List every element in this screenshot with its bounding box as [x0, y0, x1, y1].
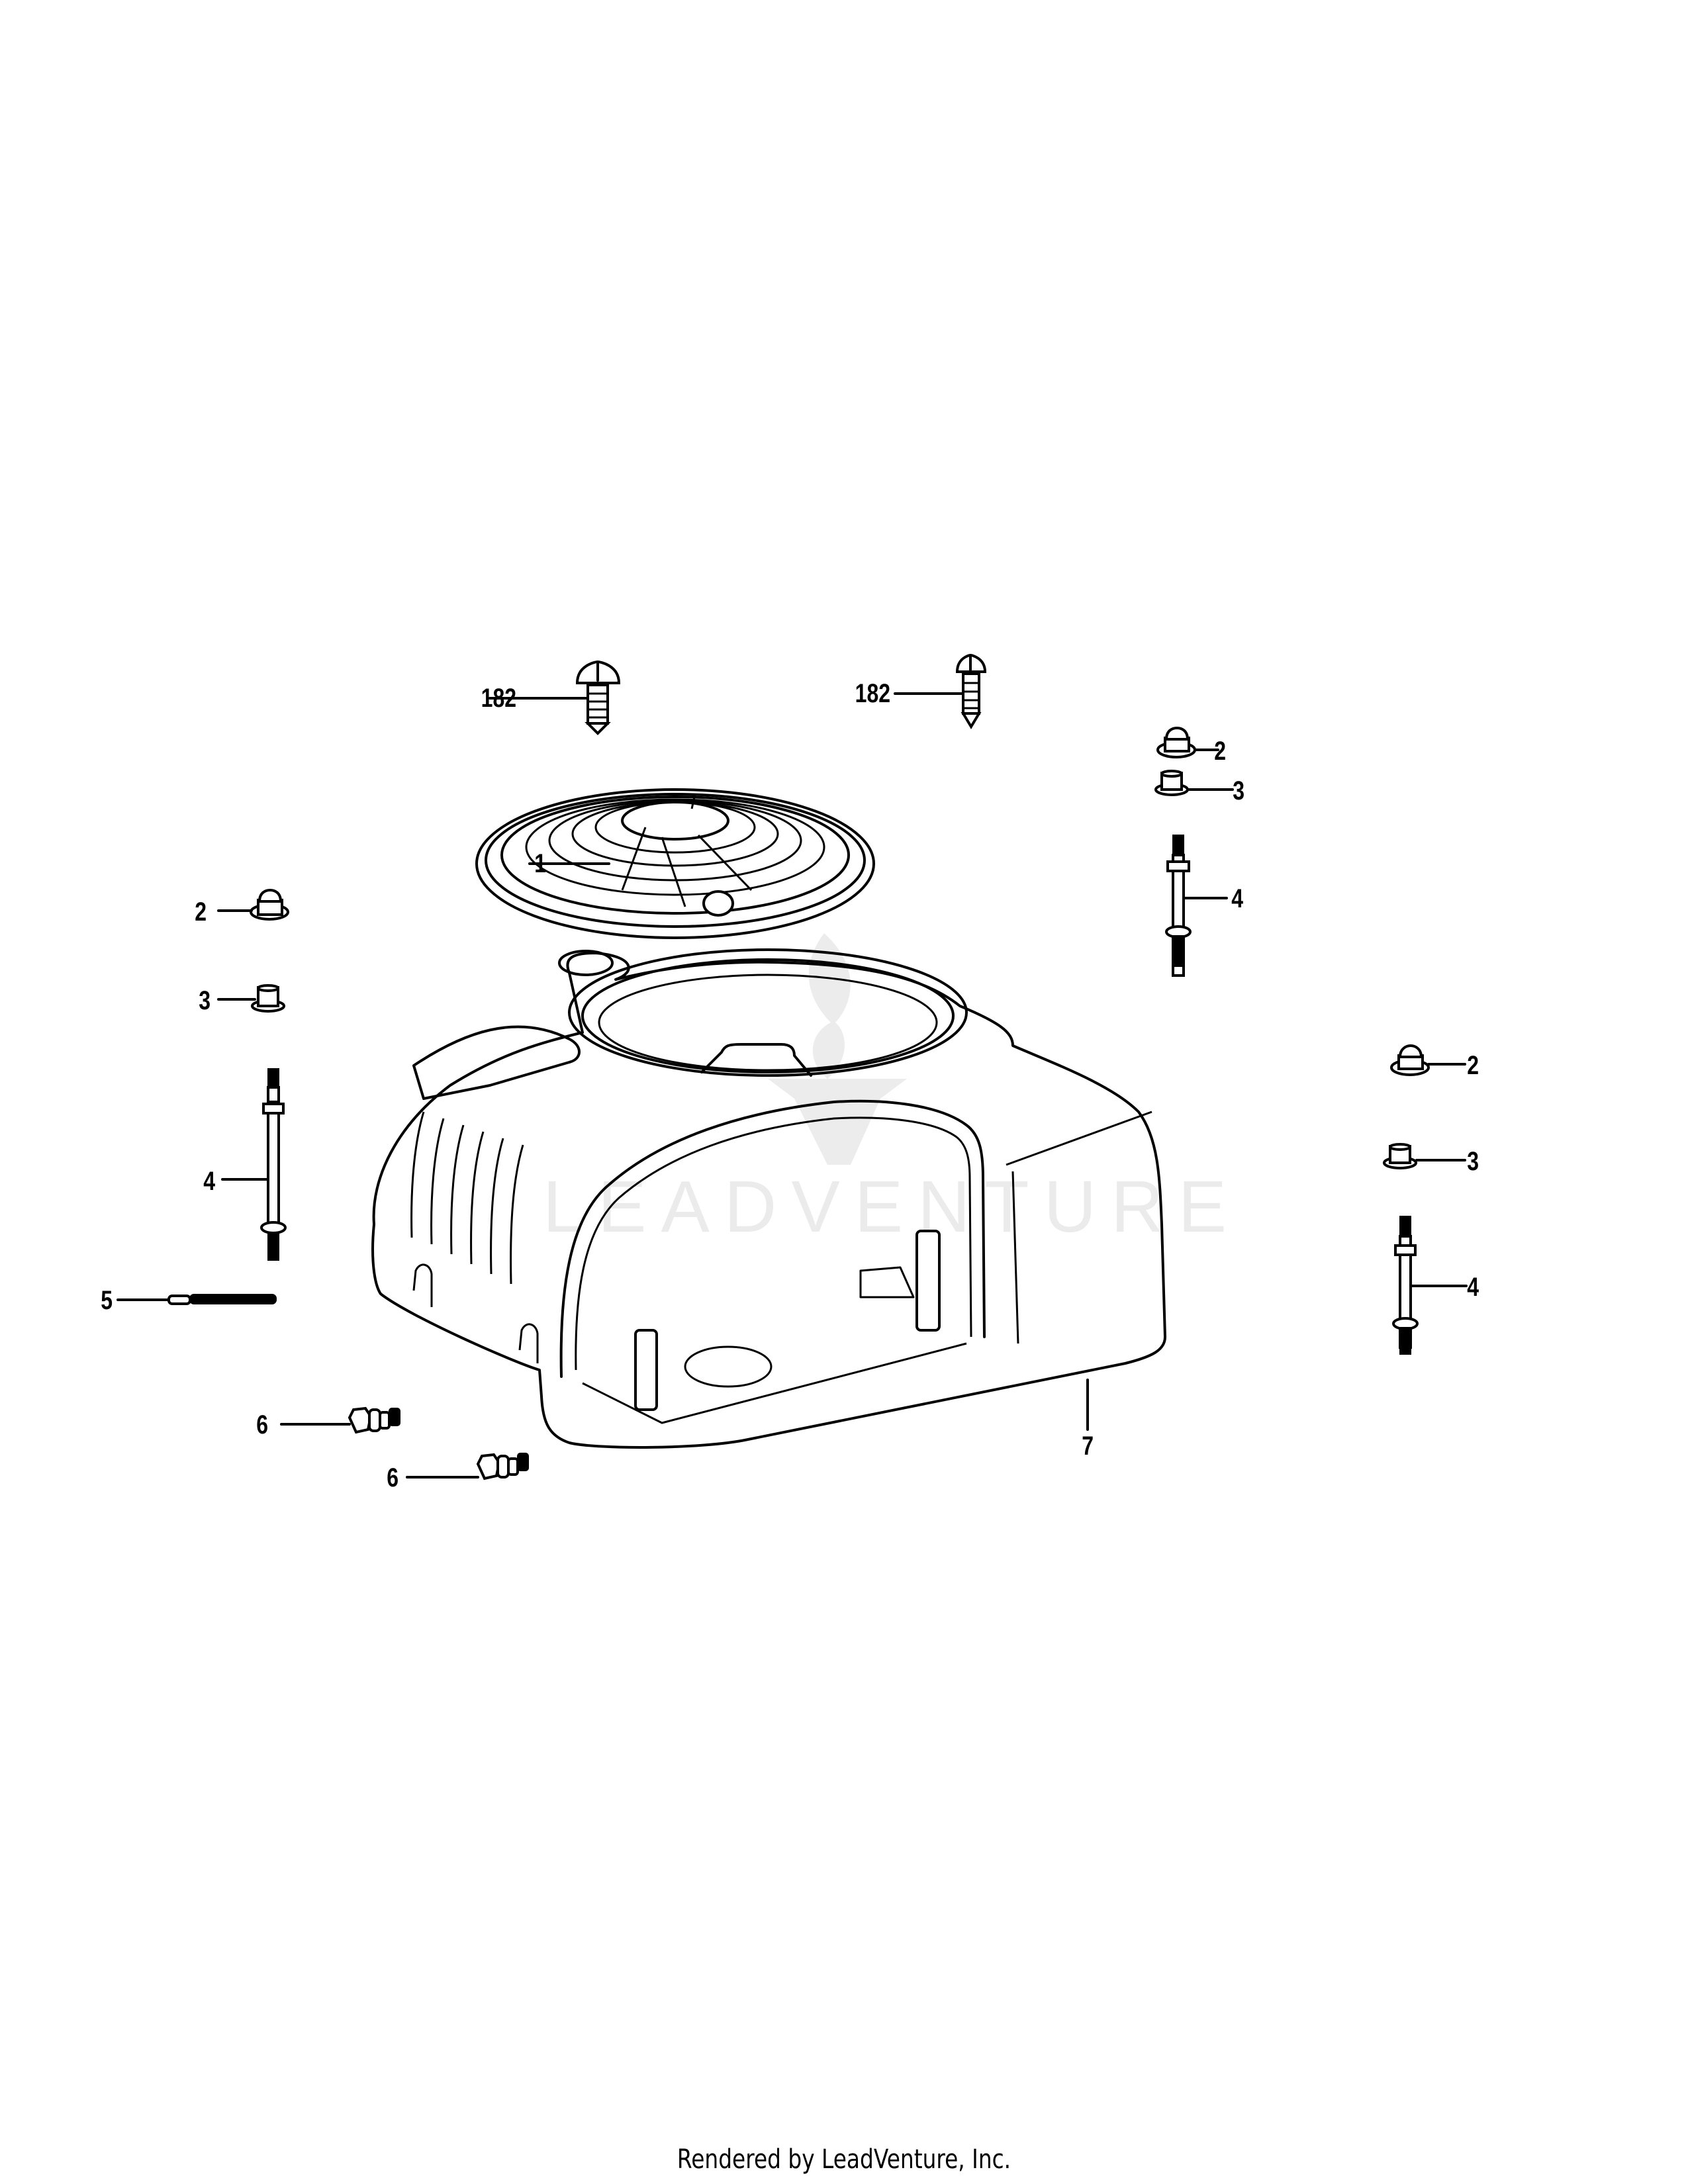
- callout-6-lower[interactable]: 6: [387, 1463, 399, 1492]
- callout-182-right[interactable]: 182: [855, 679, 891, 708]
- callout-1[interactable]: 1: [534, 849, 547, 878]
- callout-2-left[interactable]: 2: [195, 897, 207, 927]
- stud-4-left-icon: [221, 1068, 287, 1261]
- bolt-6-upper-icon: [280, 1406, 400, 1434]
- callout-182-left[interactable]: 182: [481, 684, 517, 713]
- screw-182-right-icon: [894, 653, 987, 729]
- watermark-text: LEADVENTURE: [543, 1166, 1241, 1248]
- callout-5[interactable]: 5: [101, 1286, 113, 1315]
- callout-3-right[interactable]: 3: [1467, 1147, 1479, 1176]
- callout-6-upper[interactable]: 6: [256, 1410, 269, 1439]
- callout-4-left[interactable]: 4: [203, 1167, 216, 1196]
- spacer-3-left-icon: [217, 984, 285, 1013]
- callout-7[interactable]: 7: [1082, 1432, 1094, 1461]
- screw-182-left-icon: [489, 660, 621, 735]
- cap-nut-2-right-icon: [1390, 1044, 1466, 1076]
- watermark-logo-icon: [768, 933, 907, 1165]
- bolt-6-lower-icon: [406, 1453, 529, 1480]
- spacer-3-mid-icon: [1154, 770, 1234, 796]
- pin-5-icon: [117, 1294, 277, 1305]
- blower-housing-part-icon: [371, 948, 1166, 1449]
- spacer-3-right-icon: [1383, 1143, 1466, 1169]
- stud-4-right-icon: [1392, 1216, 1468, 1355]
- callout-4-right[interactable]: 4: [1467, 1273, 1479, 1302]
- cap-nut-2-left-icon: [217, 888, 289, 921]
- rotating-screen-part-icon: [475, 788, 875, 939]
- callout-3-left[interactable]: 3: [199, 986, 211, 1015]
- stud-4-mid-icon: [1165, 835, 1228, 977]
- callout-3-mid[interactable]: 3: [1233, 776, 1245, 805]
- callout-4-mid[interactable]: 4: [1231, 884, 1244, 913]
- cap-nut-2-mid-icon: [1156, 726, 1219, 758]
- footer-credit: Rendered by LeadVenture, Inc.: [677, 2144, 1011, 2175]
- callout-2-mid[interactable]: 2: [1214, 737, 1227, 766]
- callout-2-right[interactable]: 2: [1467, 1051, 1479, 1080]
